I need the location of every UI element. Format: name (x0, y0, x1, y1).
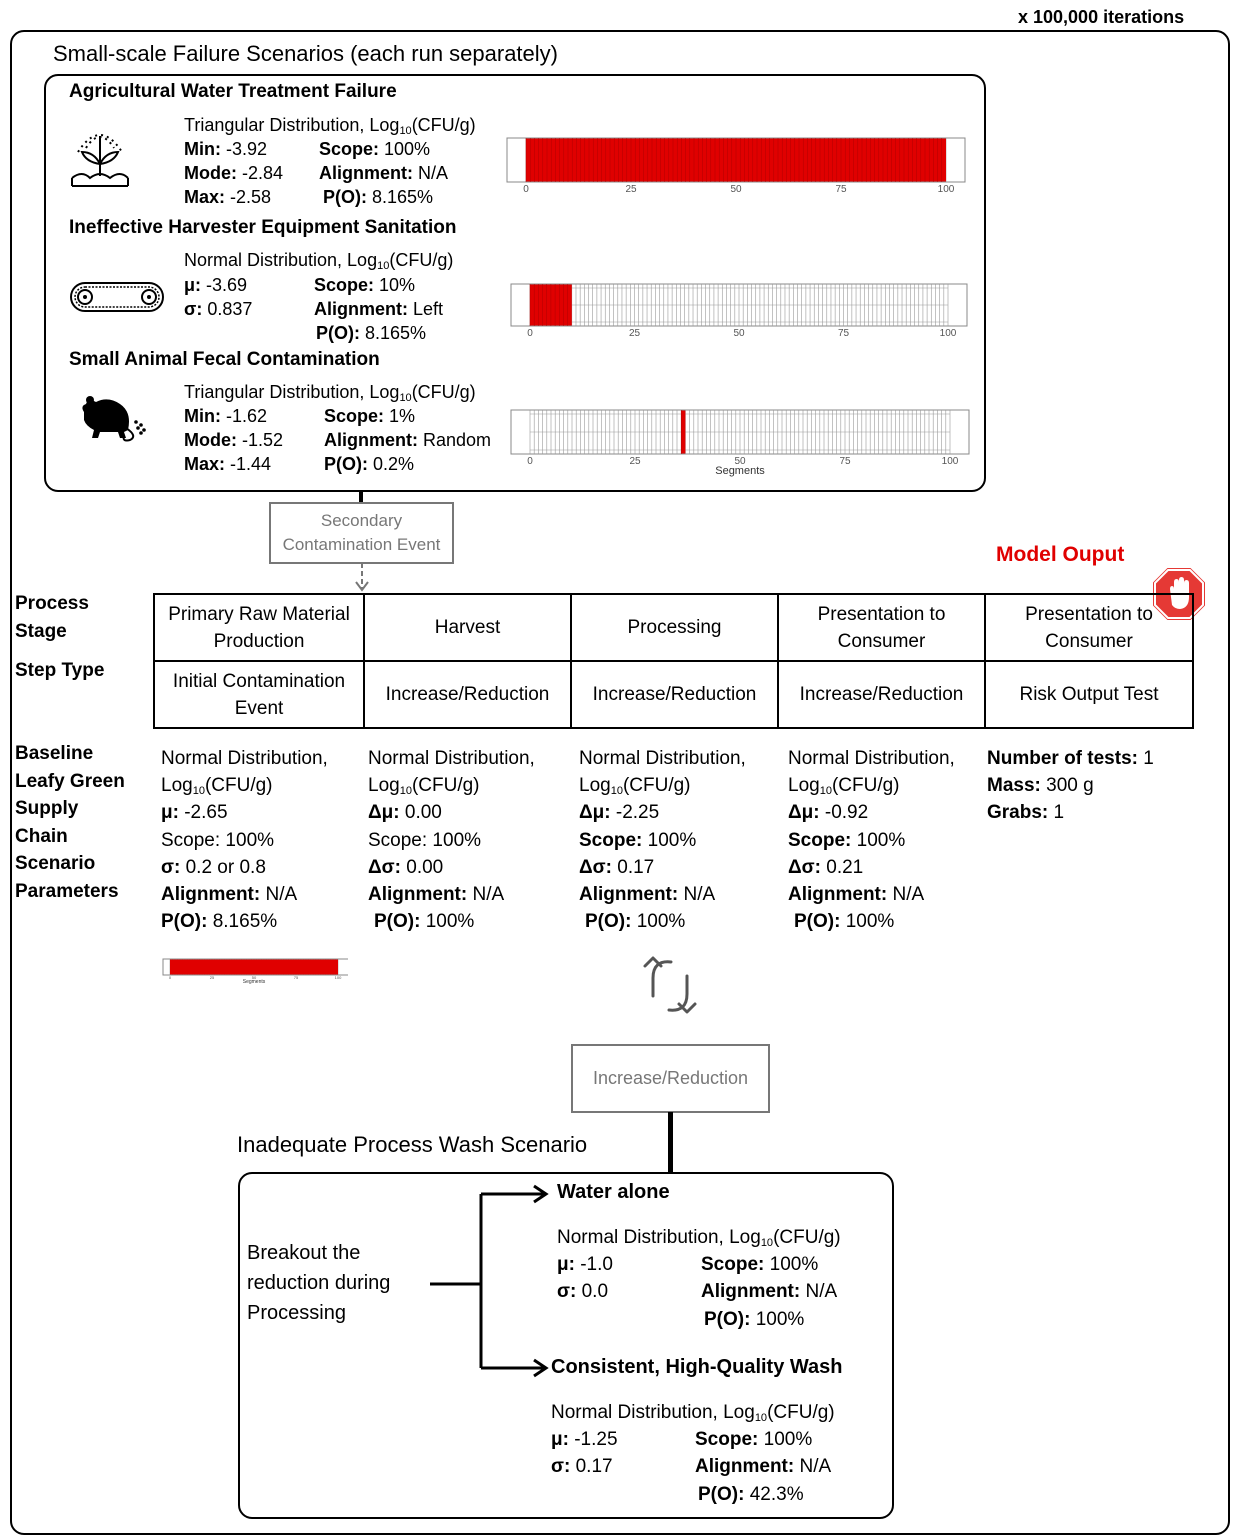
tick-label: 75 (839, 456, 851, 467)
conveyor-belt-icon (70, 282, 164, 312)
param-po: P(O): 0.2% (324, 454, 415, 474)
connector-line (359, 490, 363, 504)
segment-strip: 0 25 50 75 100 (506, 137, 966, 195)
wash-scenario-title: Inadequate Process Wash Scenario (237, 1132, 588, 1157)
tick-label: 50 (734, 456, 746, 467)
step-type-cell: Initial Contamination Event (153, 660, 365, 729)
stage-cell: Presentation to Consumer (984, 593, 1194, 662)
param-max: Max: -2.58 (184, 187, 272, 207)
param-scope: Scope: 10% (314, 275, 416, 295)
segment-strip: 0 25 50 75 100 (510, 283, 968, 339)
step-type-cell: Risk Output Test (984, 660, 1194, 729)
scenario-distribution: Triangular Distribution, Log10(CFU/g) (184, 382, 476, 404)
param-alignment: Alignment: N/A (319, 163, 449, 183)
param-po: P(O): 8.165% (323, 187, 434, 207)
axis-label: Segments (243, 979, 266, 985)
contaminated-segments (170, 959, 338, 975)
increase-reduction-box: Increase/Reduction (571, 1044, 770, 1113)
step-type-cell: Increase/Reduction (363, 660, 572, 729)
param-min: Min: -1.62 (184, 406, 268, 426)
scenario-distribution: Triangular Distribution, Log10(CFU/g) (184, 115, 476, 137)
stage-cell: Processing (570, 593, 779, 662)
axis-label: Segments (715, 465, 765, 477)
mouse-icon (82, 396, 146, 442)
tick-label: 75 (835, 184, 847, 195)
connector-line (668, 1112, 673, 1174)
scenario-title: Ineffective Harvester Equipment Sanitati… (69, 217, 457, 238)
contaminated-segments (681, 410, 686, 454)
baseline-column: Number of tests: 1 Mass: 300 g Grabs: 1 (987, 748, 1154, 824)
model-output-label: Model Ouput (996, 543, 1125, 566)
tick-label: 0 (169, 975, 172, 980)
tick-label: 25 (629, 328, 641, 339)
param-sigma: σ: 0.837 (184, 299, 253, 319)
baseline-column: Normal Distribution, Log10(CFU/g) Δμ: -0… (788, 748, 955, 933)
param-scope: Scope: 1% (324, 406, 416, 426)
high-quality-wash-params: Normal Distribution, Log10(CFU/g) μ: -1.… (551, 1402, 835, 1505)
cycle-arrows-icon (643, 956, 697, 1014)
tick-label: 25 (629, 456, 641, 467)
tick-label: 50 (733, 328, 745, 339)
dashed-arrow (355, 563, 369, 592)
step-type-cell: Increase/Reduction (570, 660, 779, 729)
tick-label: 25 (625, 184, 637, 195)
water-alone-title: Water alone (557, 1181, 670, 1203)
tick-label: 100 (938, 184, 955, 195)
branch-arrows (430, 1184, 549, 1378)
high-quality-wash-title: Consistent, High-Quality Wash (551, 1356, 843, 1378)
tick-label: 0 (523, 184, 529, 195)
iterations-label: x 100,000 iterations (1018, 7, 1185, 27)
scenario-title: Small Animal Fecal Contamination (69, 349, 380, 370)
small-scale-title: Small-scale Failure Scenarios (each run … (53, 41, 558, 66)
baseline-column: Normal Distribution, Log10(CFU/g) μ: -2.… (161, 748, 328, 933)
param-min: Min: -3.92 (184, 139, 268, 159)
tick-label: 25 (210, 975, 215, 980)
tick-label: 0 (527, 328, 533, 339)
outer-frame (10, 30, 1230, 1535)
step-type-label: Step Type (15, 660, 105, 681)
param-scope: Scope: 100% (319, 139, 431, 159)
tick-label: 100 (942, 456, 959, 467)
scenario-distribution: Normal Distribution, Log10(CFU/g) (184, 250, 454, 272)
stage-cell: Harvest (363, 593, 572, 662)
param-po: P(O): 8.165% (316, 323, 427, 343)
wash-scenario-box (238, 1172, 894, 1519)
tick-label: 0 (527, 456, 533, 467)
stage-cell: Presentation to Consumer (777, 593, 986, 662)
param-alignment: Alignment: Random (324, 430, 492, 450)
param-mu: μ: -3.69 (184, 275, 248, 295)
tick-label: 100 (940, 328, 957, 339)
step-type-cell: Increase/Reduction (777, 660, 986, 729)
param-alignment: Alignment: Left (314, 299, 444, 319)
stage-cell: Primary Raw Material Production (153, 593, 365, 662)
sprinkler-plant-icon (71, 134, 129, 187)
tick-label: 50 (252, 975, 257, 980)
baseline-column: Normal Distribution, Log10(CFU/g) Δμ: 0.… (368, 748, 535, 933)
scenario-title: Agricultural Water Treatment Failure (69, 81, 397, 102)
param-mode: Mode: -1.52 (184, 430, 284, 450)
tick-label: 75 (294, 975, 299, 980)
param-max: Max: -1.44 (184, 454, 272, 474)
secondary-contamination-box: Secondary Contamination Event (269, 502, 454, 564)
tick-label: 75 (838, 328, 850, 339)
baseline-column: Normal Distribution, Log10(CFU/g) Δμ: -2… (579, 748, 746, 933)
water-alone-params: Normal Distribution, Log10(CFU/g) μ: -1.… (557, 1227, 841, 1330)
param-mode: Mode: -2.84 (184, 163, 284, 183)
tick-label: 100 (335, 975, 342, 980)
tick-label: 50 (730, 184, 742, 195)
process-stage-table: Primary Raw Material Production Harvest … (153, 593, 1194, 729)
